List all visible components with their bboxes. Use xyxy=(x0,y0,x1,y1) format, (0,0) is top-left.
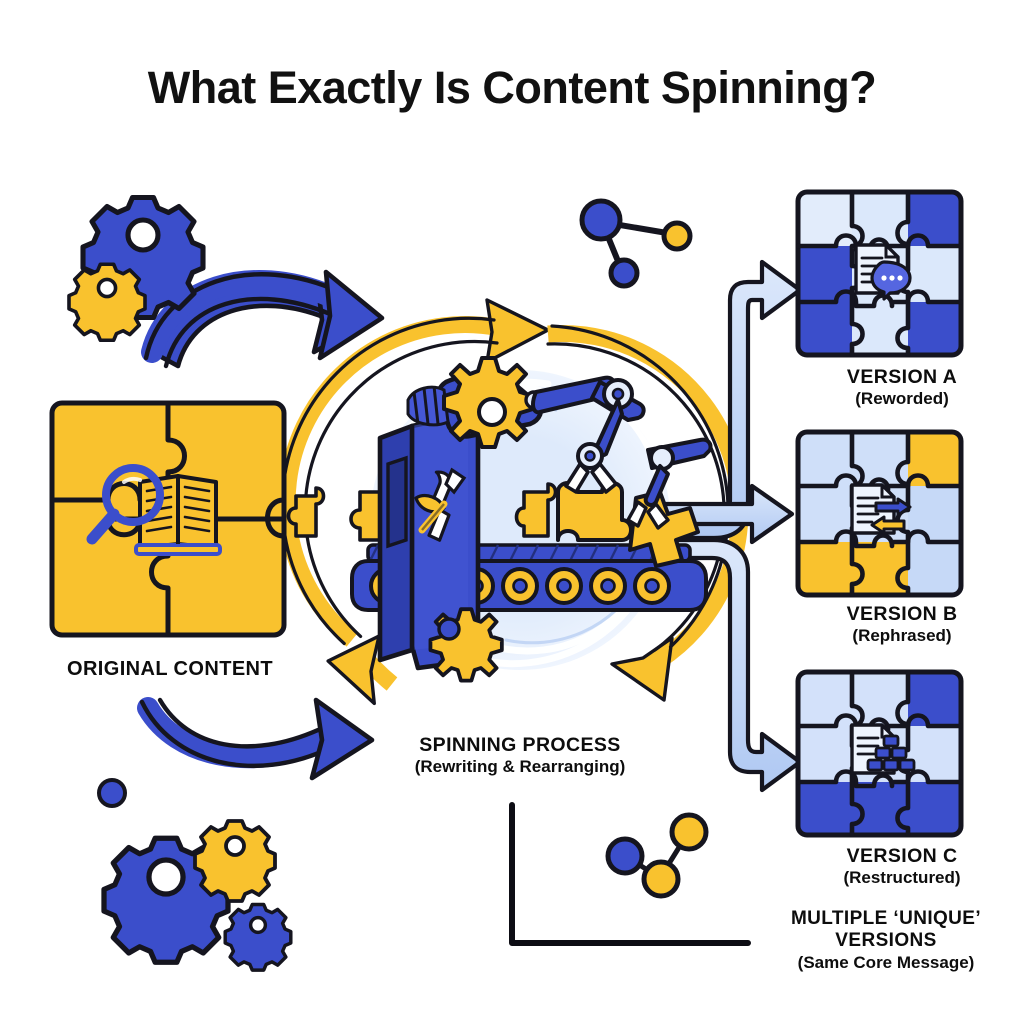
robot-arm-right xyxy=(626,437,713,530)
label-spinning-process-subtitle: (Rewriting & Rearranging) xyxy=(414,757,626,776)
gear-body-bottom xyxy=(428,607,504,683)
label-multiple-versions-line2: VERSIONS xyxy=(835,930,937,952)
decor-gears-bottom-left xyxy=(97,778,293,972)
label-version-b-title: VERSION B xyxy=(846,603,958,625)
label-spinning-process: SPINNING PROCESS (Rewriting & Rearrangin… xyxy=(355,734,685,777)
label-version-c-title: VERSION C xyxy=(846,845,958,867)
original-content-puzzle xyxy=(49,400,287,638)
robot-arm-left xyxy=(531,375,646,494)
gripper-right xyxy=(626,500,670,530)
branch-arrows xyxy=(657,259,803,793)
label-version-a-title: VERSION A xyxy=(846,366,958,388)
machine-body xyxy=(377,411,504,683)
version-a-card[interactable] xyxy=(795,189,964,358)
robot-factory-icon xyxy=(286,356,713,683)
label-multiple-versions-line1: MULTIPLE ‘UNIQUE’ xyxy=(790,908,982,929)
cycle-arrow-top xyxy=(141,269,385,369)
document-chat-icon xyxy=(854,243,912,301)
document-blocks-icon xyxy=(850,723,916,775)
label-version-a: VERSION A (Reworded) xyxy=(780,366,1024,409)
spin-ring-arrows xyxy=(278,298,749,706)
magnifier-book-icon xyxy=(86,464,222,556)
label-version-b-subtitle: (Rephrased) xyxy=(852,626,952,645)
label-multiple-versions-subtitle: (Same Core Message) xyxy=(797,952,975,972)
version-b-card[interactable] xyxy=(795,429,964,598)
label-multiple-versions: MULTIPLE ‘UNIQUE’ VERSIONS (Same Core Me… xyxy=(748,908,1024,973)
gear-medium-yellow-icon xyxy=(193,819,277,903)
cycle-arrow-bottom xyxy=(137,697,375,781)
branch-arrow-version-c xyxy=(657,537,803,793)
gear-small-yellow-icon xyxy=(67,262,147,343)
gripper-left xyxy=(564,462,618,494)
version-c-card[interactable] xyxy=(795,669,964,838)
line-chart-icon xyxy=(509,802,751,946)
label-version-c: VERSION C (Restructured) xyxy=(780,845,1024,888)
wrench-screwdriver-icon xyxy=(414,467,467,542)
dot-blue-icon xyxy=(97,778,127,808)
label-original-content: ORIGINAL CONTENT xyxy=(20,658,320,682)
label-original-content-title: ORIGINAL CONTENT xyxy=(66,658,274,680)
label-spinning-process-title: SPINNING PROCESS xyxy=(419,734,621,756)
network-nodes-icon xyxy=(579,198,693,289)
page-title: What Exactly Is Content Spinning? xyxy=(147,62,877,113)
gear-head xyxy=(442,356,535,449)
gear-small-blue-icon xyxy=(223,902,293,972)
label-version-b: VERSION B (Rephrased) xyxy=(780,603,1024,646)
label-version-a-subtitle: (Reworded) xyxy=(855,389,949,408)
label-version-c-subtitle: (Restructured) xyxy=(843,868,961,887)
decor-gears-top-left xyxy=(67,194,206,343)
document-swap-arrows-icon xyxy=(850,483,912,535)
